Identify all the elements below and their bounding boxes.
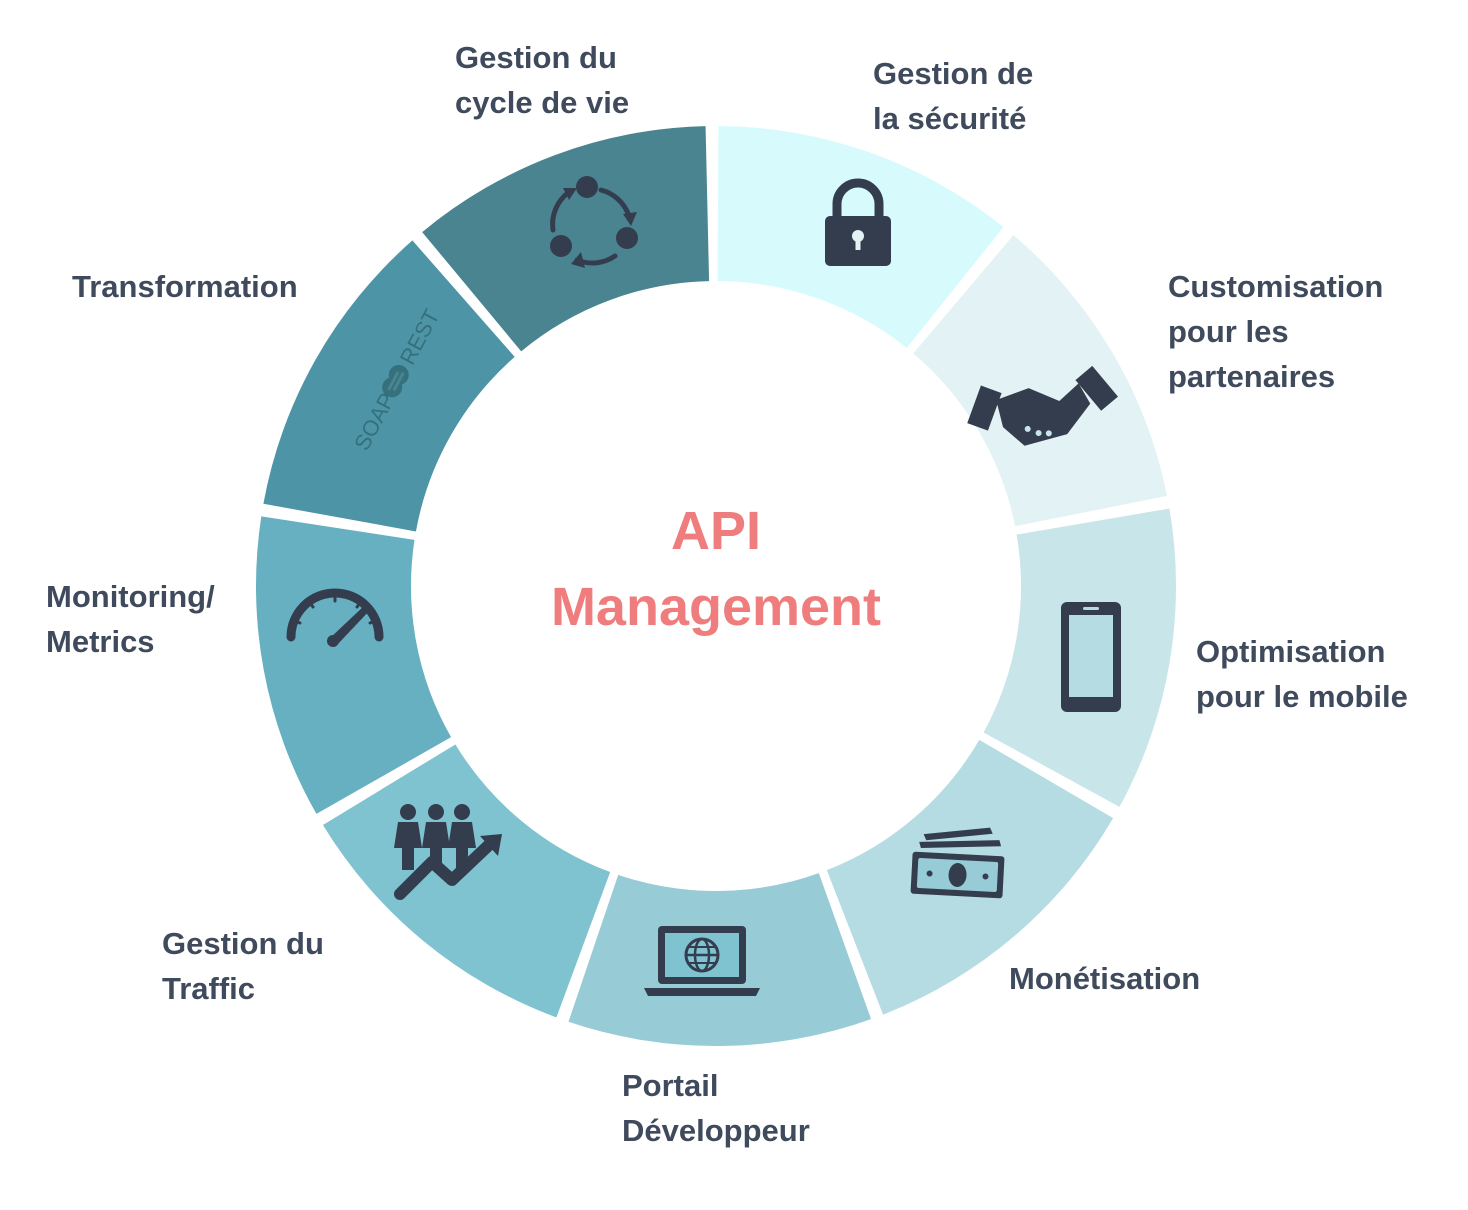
label-security: Gestion de la sécurité <box>873 56 1042 136</box>
segment-security <box>913 235 1168 527</box>
cycle-icon <box>550 176 638 268</box>
label-lifecycle: Gestion du cycle de vie <box>455 40 629 120</box>
label-traffic: Gestion du Traffic <box>162 926 333 1006</box>
center-title-line1: API <box>671 501 761 561</box>
segment-traffic <box>255 516 452 814</box>
label-mobile: Optimisation pour le mobile <box>1196 634 1408 714</box>
label-monetization: Monétisation <box>1009 961 1200 996</box>
label-portal: Portail Développeur <box>622 1068 810 1148</box>
segment-labels: Gestion du cycle de vie Gestion de la sé… <box>46 40 1408 1148</box>
label-monitoring: Monitoring/ Metrics <box>46 579 223 659</box>
handshake-icon <box>967 365 1118 446</box>
person-icon <box>394 804 422 870</box>
people-growth-icon <box>394 804 502 900</box>
exchange-arrows-icon <box>382 364 409 398</box>
segment-portal <box>322 744 611 1018</box>
banknotes-icon <box>910 827 1005 899</box>
speedometer-icon <box>286 588 384 647</box>
label-transformation: Transformation <box>72 269 298 304</box>
smartphone-icon <box>1061 602 1121 712</box>
laptop-globe-icon <box>644 926 760 996</box>
label-partners: Customisation pour les partenaires <box>1168 269 1392 394</box>
person-icon <box>448 804 476 870</box>
center-title-line2: Management <box>551 577 881 637</box>
person-icon <box>422 804 450 870</box>
padlock-icon <box>825 178 891 266</box>
